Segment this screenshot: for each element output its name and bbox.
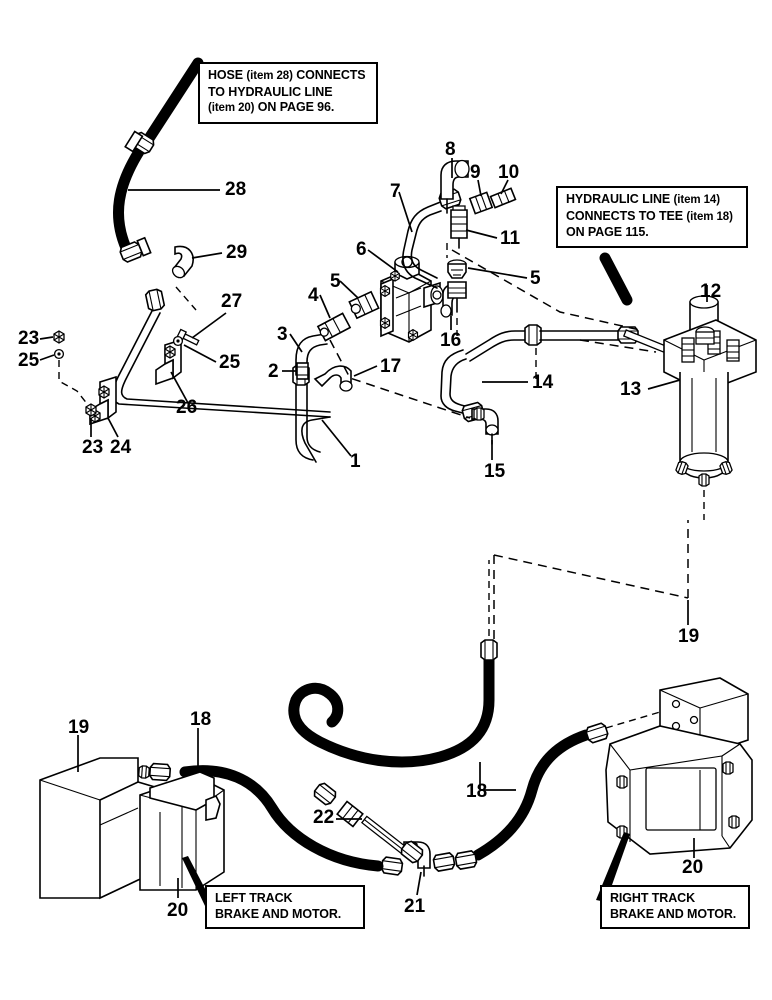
item-number-13: 13 xyxy=(620,379,642,400)
item-number-14: 14 xyxy=(532,372,554,393)
item-number-29: 29 xyxy=(226,242,248,263)
item-number-21: 21 xyxy=(404,896,426,917)
item-number-5a: 5 xyxy=(330,271,341,292)
item-number-6: 6 xyxy=(356,239,367,260)
callout-line: TO HYDRAULIC LINE xyxy=(208,84,333,99)
item-number-4: 4 xyxy=(308,285,319,306)
callout-line: HYDRAULIC LINE (item 14) xyxy=(566,192,720,206)
item-number-19-right-mid: 19 xyxy=(678,626,700,647)
item-number-23b: 23 xyxy=(82,437,104,458)
item-number-19-left: 19 xyxy=(68,717,90,738)
item-number-28: 28 xyxy=(225,179,247,200)
item-number-26: 26 xyxy=(176,397,198,418)
item-number-25b: 25 xyxy=(219,352,241,373)
item-number-18-left: 18 xyxy=(190,709,212,730)
item-number-11: 11 xyxy=(500,228,521,249)
item-number-10: 10 xyxy=(498,162,520,183)
item-number-25a: 25 xyxy=(18,350,40,371)
callout-line: RIGHT TRACK xyxy=(610,891,696,905)
item-number-12: 12 xyxy=(700,281,722,302)
callout-hose-28-note: HOSE (item 28) CONNECTS TO HYDRAULIC LIN… xyxy=(198,62,378,124)
item-number-22: 22 xyxy=(313,807,335,828)
item-number-7: 7 xyxy=(390,181,401,202)
item-number-5b: 5 xyxy=(530,268,541,289)
callout-line: HOSE (item 28) CONNECTS xyxy=(208,68,366,82)
item-number-3: 3 xyxy=(277,324,288,345)
item-number-9: 9 xyxy=(470,162,481,183)
item-number-1: 1 xyxy=(350,451,361,472)
item-number-15: 15 xyxy=(484,461,506,482)
callout-line: BRAKE AND MOTOR. xyxy=(215,906,342,921)
item-number-8: 8 xyxy=(445,139,456,160)
item-number-2: 2 xyxy=(268,361,279,382)
item-number-27: 27 xyxy=(221,291,243,312)
callout-left-track-note: LEFT TRACK BRAKE AND MOTOR. xyxy=(205,885,365,929)
item-number-20-left: 20 xyxy=(167,900,189,921)
callout-line: CONNECTS TO TEE (item 18) xyxy=(566,208,733,223)
callout-line: LEFT TRACK xyxy=(215,891,293,905)
callout-line: (item 20) ON PAGE 96. xyxy=(208,100,335,114)
item-number-20-right: 20 xyxy=(682,857,704,878)
item-number-17: 17 xyxy=(380,356,402,377)
callout-line: ON PAGE 115. xyxy=(566,225,649,239)
item-number-16: 16 xyxy=(440,330,462,351)
item-number-24: 24 xyxy=(110,437,132,458)
item-number-18-center: 18 xyxy=(466,781,488,802)
callout-line: BRAKE AND MOTOR. xyxy=(610,906,737,921)
callout-hydraulic-line-14-note: HYDRAULIC LINE (item 14) CONNECTS TO TEE… xyxy=(556,186,748,248)
callout-right-track-note: RIGHT TRACK BRAKE AND MOTOR. xyxy=(600,885,750,929)
item-number-23a: 23 xyxy=(18,328,40,349)
